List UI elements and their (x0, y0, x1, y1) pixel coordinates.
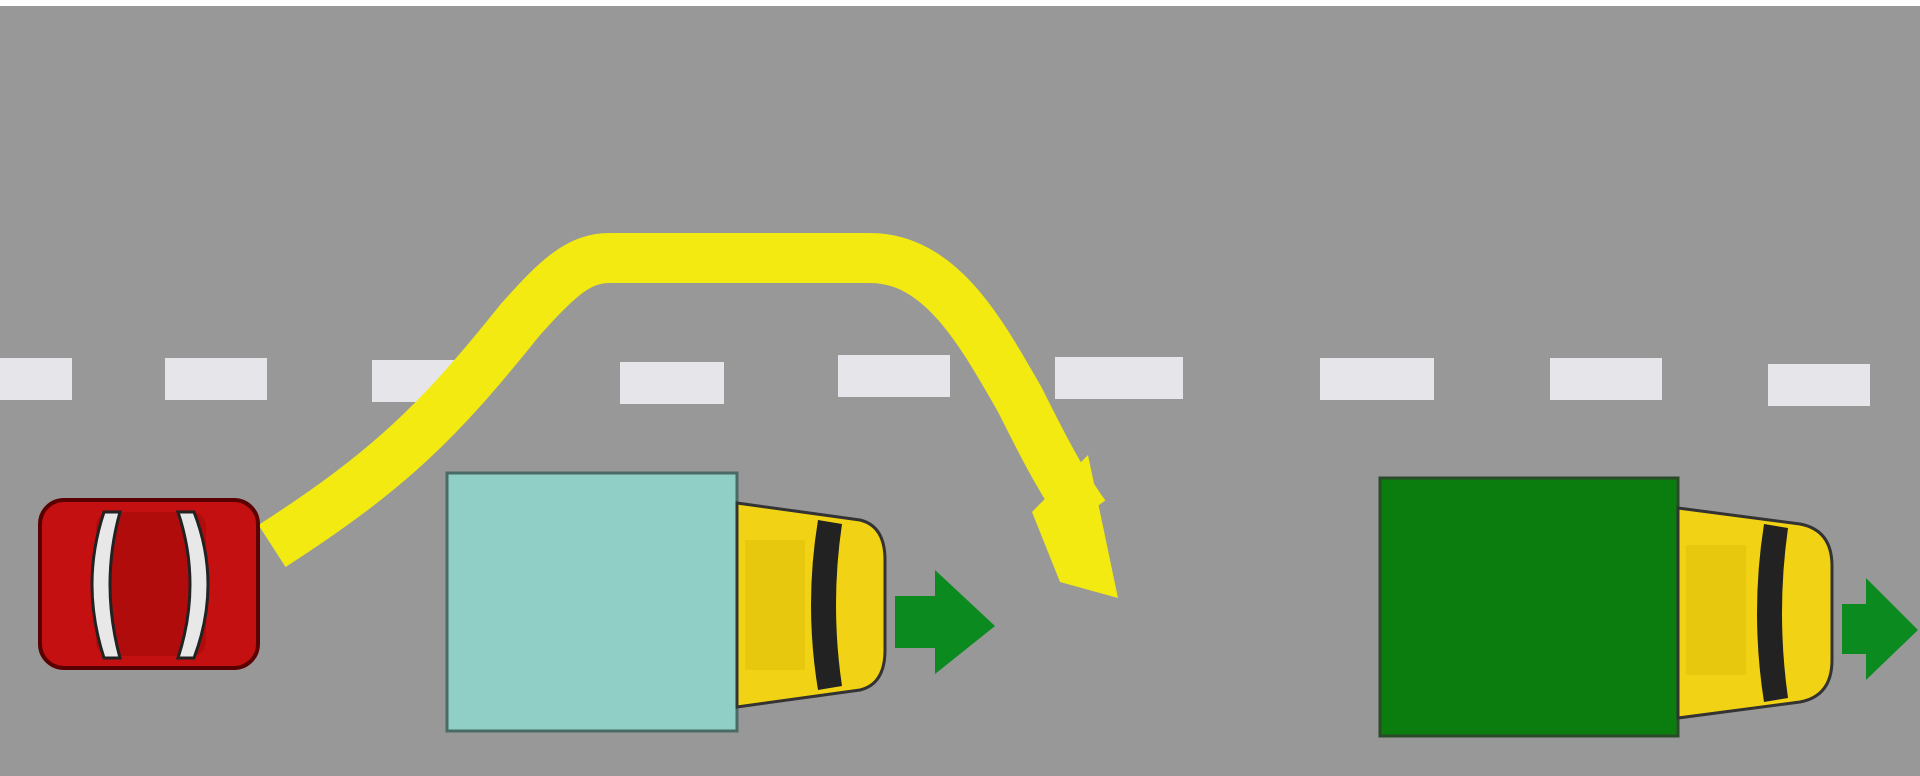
lane-dash (1550, 358, 1662, 400)
lane-dash (1320, 358, 1434, 400)
lane-dash (620, 362, 724, 404)
truck-cargo-box (1380, 478, 1678, 736)
lane-dash (0, 358, 72, 400)
truck-cargo-box (447, 473, 737, 731)
truck-top-view-icon (1678, 508, 1832, 718)
truck-top-view-icon (737, 503, 885, 707)
lane-dash (838, 355, 950, 397)
truck-cab-roof (1686, 545, 1746, 675)
lane-dash (1055, 357, 1183, 399)
lane-dash (165, 358, 267, 400)
car-top-view-icon (40, 500, 258, 668)
truck-cab-roof (745, 540, 805, 670)
lane-dash (1768, 364, 1870, 406)
